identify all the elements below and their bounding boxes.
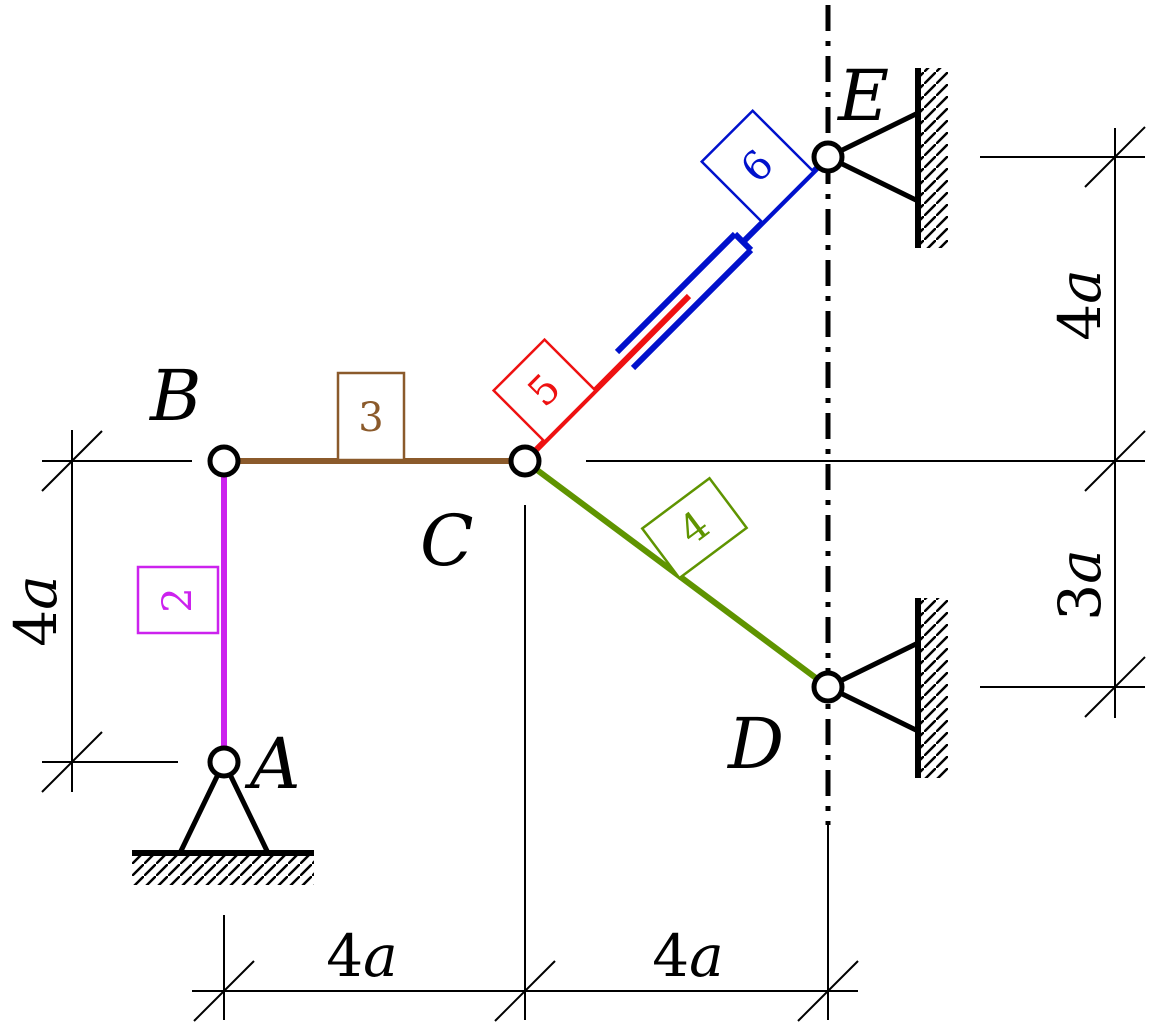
link-4-label-box: 4	[640, 476, 749, 580]
dimension-lines	[41, 126, 1146, 1022]
ground-support-d	[822, 598, 948, 778]
joint-e-label: E	[836, 55, 889, 137]
joint-e-pin	[811, 140, 845, 174]
joint-d-pin	[811, 670, 845, 704]
link-2-number: 2	[155, 587, 201, 612]
ground-support-e	[822, 68, 948, 248]
dim-bottom-right: 4a	[652, 922, 724, 990]
dim-left-vertical: 4a	[2, 575, 70, 647]
joint-d-label: D	[726, 703, 784, 785]
link-5-label-box: 5	[491, 337, 598, 444]
joints	[207, 140, 845, 779]
link-2-label-box: 2	[136, 565, 220, 635]
joint-b-pin	[207, 444, 241, 478]
joint-c-pin	[508, 444, 542, 478]
dim-right-lower: 3a	[1046, 549, 1114, 621]
joint-c-label: C	[420, 500, 474, 582]
link-3-label-box: 3	[336, 371, 406, 462]
joint-b-label: B	[148, 355, 201, 437]
link-3-number: 3	[358, 395, 383, 441]
joint-a-pin	[207, 745, 241, 779]
joint-a-label: A	[244, 723, 301, 805]
dim-right-upper: 4a	[1046, 269, 1114, 341]
link-6-label-box: 6	[699, 108, 816, 225]
dim-bottom-left: 4a	[326, 922, 398, 990]
